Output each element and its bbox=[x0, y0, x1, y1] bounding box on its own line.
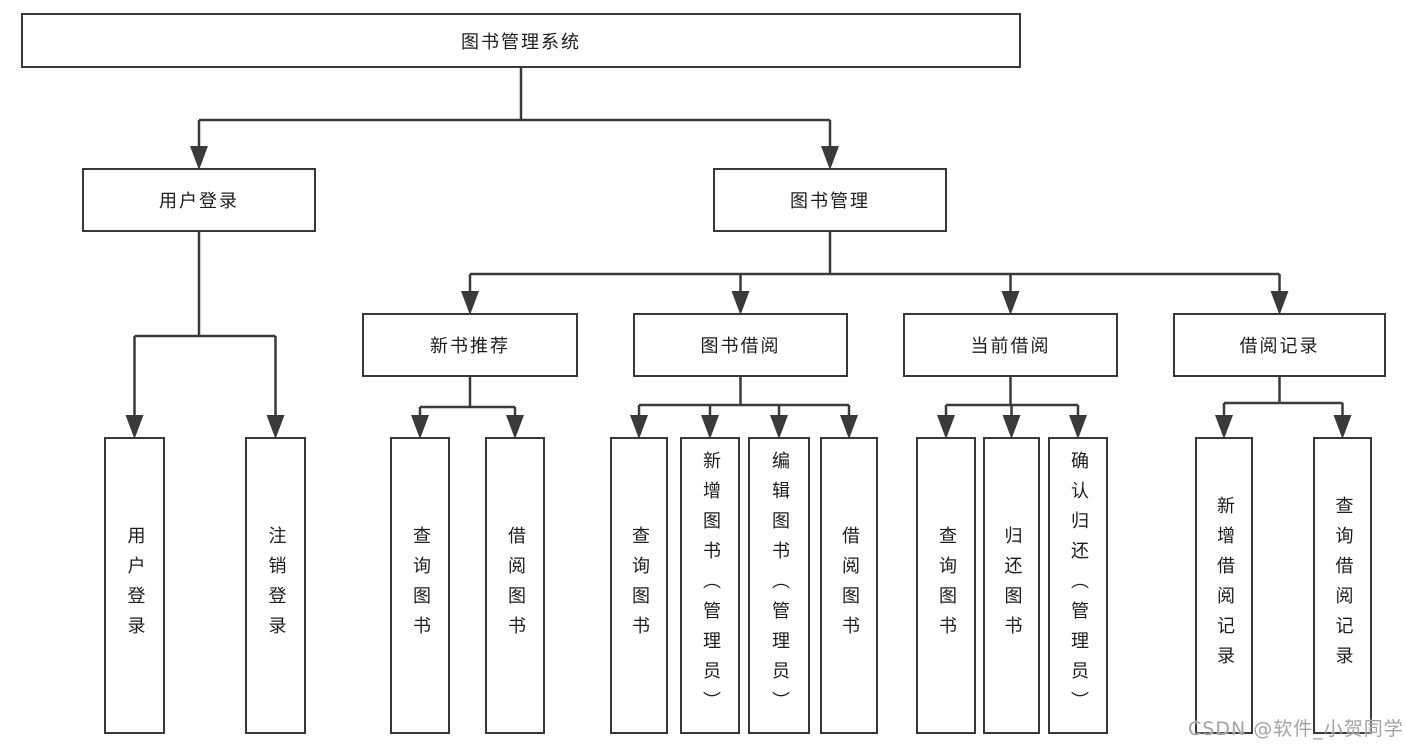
node-library-system-label: 图书管理系统 bbox=[461, 31, 581, 53]
node-bb-add-books-label: 新增图书（管理员） bbox=[700, 450, 721, 721]
node-user-login-group: 用户登录 bbox=[82, 168, 316, 232]
node-nb-borrow-books: 借阅图书 bbox=[485, 437, 545, 734]
node-bb-edit-books-label: 编辑图书（管理员） bbox=[769, 450, 790, 721]
node-nb-borrow-books-label: 借阅图书 bbox=[505, 525, 526, 646]
node-book-borrowing-label: 图书借阅 bbox=[700, 336, 781, 357]
csdn-watermark: CSDN @软件_小贺同学 bbox=[1188, 718, 1404, 740]
node-bb-edit-books: 编辑图书（管理员） bbox=[748, 437, 810, 734]
node-bb-add-books: 新增图书（管理员） bbox=[680, 437, 740, 734]
node-br-add-record-label: 新增借阅记录 bbox=[1214, 495, 1235, 676]
node-br-query-record-label: 查询借阅记录 bbox=[1332, 495, 1354, 676]
node-logout: 注销登录 bbox=[245, 437, 306, 734]
node-cb-return-books: 归还图书 bbox=[983, 437, 1040, 734]
node-book-borrowing: 图书借阅 bbox=[633, 313, 848, 377]
node-cb-return-books-label: 归还图书 bbox=[1001, 525, 1023, 646]
node-user-login-label: 用户登录 bbox=[124, 525, 146, 646]
node-br-query-record: 查询借阅记录 bbox=[1313, 437, 1372, 734]
node-user-login-group-label: 用户登录 bbox=[159, 191, 239, 212]
node-cb-query-books-label: 查询图书 bbox=[936, 525, 957, 646]
node-logout-label: 注销登录 bbox=[265, 525, 287, 646]
node-cb-confirm-return-label: 确认归还（管理员） bbox=[1068, 450, 1089, 721]
node-book-management-label: 图书管理 bbox=[790, 191, 870, 212]
node-new-book-recommend-label: 新书推荐 bbox=[430, 336, 510, 357]
node-borrowing-records-label: 借阅记录 bbox=[1239, 336, 1320, 357]
node-cb-confirm-return: 确认归还（管理员） bbox=[1048, 437, 1108, 734]
node-user-login: 用户登录 bbox=[104, 437, 165, 734]
node-current-borrowing-label: 当前借阅 bbox=[970, 336, 1051, 357]
node-book-management: 图书管理 bbox=[713, 168, 947, 232]
node-nb-query-books: 查询图书 bbox=[390, 437, 450, 734]
node-bb-query-books-label: 查询图书 bbox=[629, 525, 650, 646]
node-cb-query-books: 查询图书 bbox=[916, 437, 976, 734]
node-borrowing-records: 借阅记录 bbox=[1173, 313, 1386, 377]
node-br-add-record: 新增借阅记录 bbox=[1195, 437, 1253, 734]
node-library-system: 图书管理系统 bbox=[21, 13, 1021, 68]
node-new-book-recommend: 新书推荐 bbox=[362, 313, 578, 377]
node-nb-query-books-label: 查询图书 bbox=[410, 525, 431, 646]
node-current-borrowing: 当前借阅 bbox=[903, 313, 1118, 377]
node-bb-borrow-books-label: 借阅图书 bbox=[839, 525, 860, 646]
node-bb-borrow-books: 借阅图书 bbox=[820, 437, 878, 734]
node-bb-query-books: 查询图书 bbox=[610, 437, 668, 734]
